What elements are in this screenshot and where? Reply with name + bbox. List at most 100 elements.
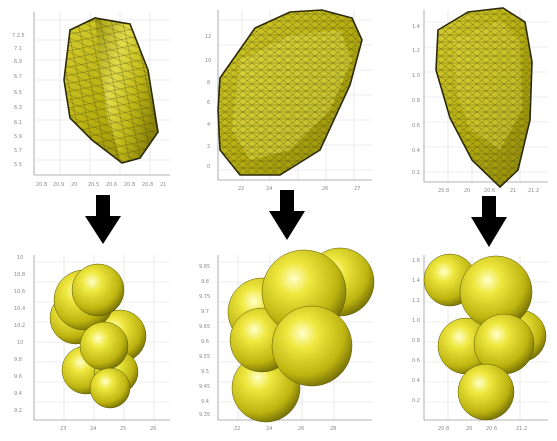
x-tick-labels: 20.8 20.9 20 20.5 20.6 20.8 20.8 21 [36,182,166,188]
sphere-plot-right: 1.6 1.4 1.2 1.0 0.8 0.6 0.4 0.2 20.8 20 … [412,253,548,432]
y-tick: 10.2 [14,323,25,329]
x-tick: 28 [330,426,336,432]
y-tick-labels: 9.85 9.8 9.75 9.7 9.65 9.6 9.55 9.5 9.45… [199,264,210,418]
y-tick-labels: 7.2.5 7.1 6.9 6.7 6.5 6.3 6.1 5.9 5.7 5.… [12,33,25,168]
x-tick: 27 [354,186,360,192]
y-tick: 0.2 [412,170,420,176]
x-tick: 20.8 [124,182,135,188]
y-tick: 0.8 [412,98,420,104]
x-tick: 22 [238,186,244,192]
y-tick: 9.5 [201,369,209,375]
sphere-plot-middle: 9.85 9.8 9.75 9.7 9.65 9.6 9.55 9.5 9.45… [199,247,375,432]
x-tick: 26 [298,426,304,432]
mesh-plot-left: 7.2.5 7.1 6.9 6.7 6.5 6.3 6.1 5.9 5.7 5.… [12,12,170,188]
y-tick: 0.4 [412,148,420,154]
y-tick: 9.85 [199,264,210,270]
y-tick: 9.75 [199,294,210,300]
x-tick: 21 [160,182,166,188]
x-tick-labels: 22 24 26 28 [234,426,336,432]
y-tick: 1.0 [412,73,420,79]
y-tick: 6.5 [14,90,22,96]
y-tick: 7.2.5 [12,33,25,39]
y-tick: 9.45 [199,384,210,390]
panel-middle: 12 10 8 6 4 2 0 22 24 26 27 [199,9,375,432]
down-arrow-icon [269,190,305,240]
y-tick: 0 [207,164,210,170]
x-tick: 20.6 [486,426,497,432]
x-tick: 21.2 [516,426,527,432]
x-tick-labels: 23 24 25 26 [60,426,156,432]
y-tick-labels: 1.4 1.2 1.0 0.8 0.6 0.4 0.2 [412,24,420,176]
sphere [457,363,515,421]
x-tick: 20.8 [142,182,153,188]
y-tick: 1.6 [412,258,420,264]
panel-right: 1.4 1.2 1.0 0.8 0.6 0.4 0.2 20.8 20 20.6… [412,7,548,432]
y-tick: 9.65 [199,324,210,330]
x-tick: 24 [266,426,272,432]
y-tick: 10 [17,340,23,346]
y-tick: 6 [207,100,210,106]
mesh-surface [435,7,533,189]
x-tick: 20 [464,188,470,194]
down-arrow-icon [471,196,507,247]
sphere-cluster [227,247,375,423]
x-tick-labels: 20.8 20 20.6 21.2 [438,426,527,432]
y-tick: 1.4 [412,278,420,284]
y-tick: 6.1 [14,120,22,126]
x-tick: 21 [510,188,516,194]
y-tick: 2 [207,144,210,150]
x-tick: 20 [71,182,77,188]
y-tick: 9.6 [14,374,22,380]
x-tick-labels: 22 24 26 27 [238,186,360,192]
y-tick: 10.8 [14,272,25,278]
y-tick: 10 [205,58,211,64]
mesh-surface [63,17,159,164]
y-tick: 5.9 [14,134,22,140]
x-tick: 20.8 [36,182,47,188]
y-tick: 12 [205,34,211,40]
y-tick-labels: 12 10 8 6 4 2 0 [205,34,211,170]
x-tick-labels: 20.8 20 20.6 21 21.2 [438,188,539,194]
y-tick-labels: 1.6 1.4 1.2 1.0 0.8 0.6 0.4 0.2 [412,258,420,404]
x-tick: 20.8 [438,426,449,432]
y-tick: 9.7 [201,309,209,315]
x-tick: 20.8 [438,188,449,194]
sphere [79,321,129,371]
y-tick-labels: 10 10.8 10.6 10.4 10.2 10 9.8 9.6 9.4 9.… [14,255,25,414]
y-tick: 0.8 [412,338,420,344]
y-tick: 5.5 [14,162,22,168]
x-tick: 23 [60,426,66,432]
y-tick: 9.8 [14,357,22,363]
y-tick: 1.2 [412,298,420,304]
x-tick: 24 [90,426,96,432]
y-tick: 6.7 [14,74,22,80]
y-tick: 4 [207,122,210,128]
x-tick: 20.6 [484,188,495,194]
y-tick: 8 [207,80,210,86]
y-tick: 9.2 [14,408,22,414]
x-tick: 22 [234,426,240,432]
panel-left: 7.2.5 7.1 6.9 6.7 6.5 6.3 6.1 5.9 5.7 5.… [12,12,170,432]
x-tick: 20.6 [106,182,117,188]
y-tick: 1.0 [412,318,420,324]
y-tick: 10.4 [14,306,25,312]
y-tick: 0.6 [412,123,420,129]
x-tick: 25 [120,426,126,432]
y-tick: 9.6 [201,339,209,345]
y-tick: 6.9 [14,59,22,65]
sphere-plot-left: 10 10.8 10.6 10.4 10.2 10 9.8 9.6 9.4 9.… [14,255,170,432]
y-tick: 0.4 [412,378,420,384]
y-tick: 1.4 [412,24,420,30]
y-tick: 10 [17,255,23,261]
y-tick: 0.2 [412,398,420,404]
y-tick: 7.1 [14,46,22,52]
y-tick: 1.2 [412,48,420,54]
mesh-surface [217,9,363,176]
down-arrow-icon [85,195,121,244]
sphere-cluster [423,253,547,421]
mesh-plot-middle: 12 10 8 6 4 2 0 22 24 26 27 [205,9,372,192]
y-tick: 9.8 [201,279,209,285]
y-tick: 9.4 [14,391,22,397]
x-tick: 20.9 [53,182,64,188]
